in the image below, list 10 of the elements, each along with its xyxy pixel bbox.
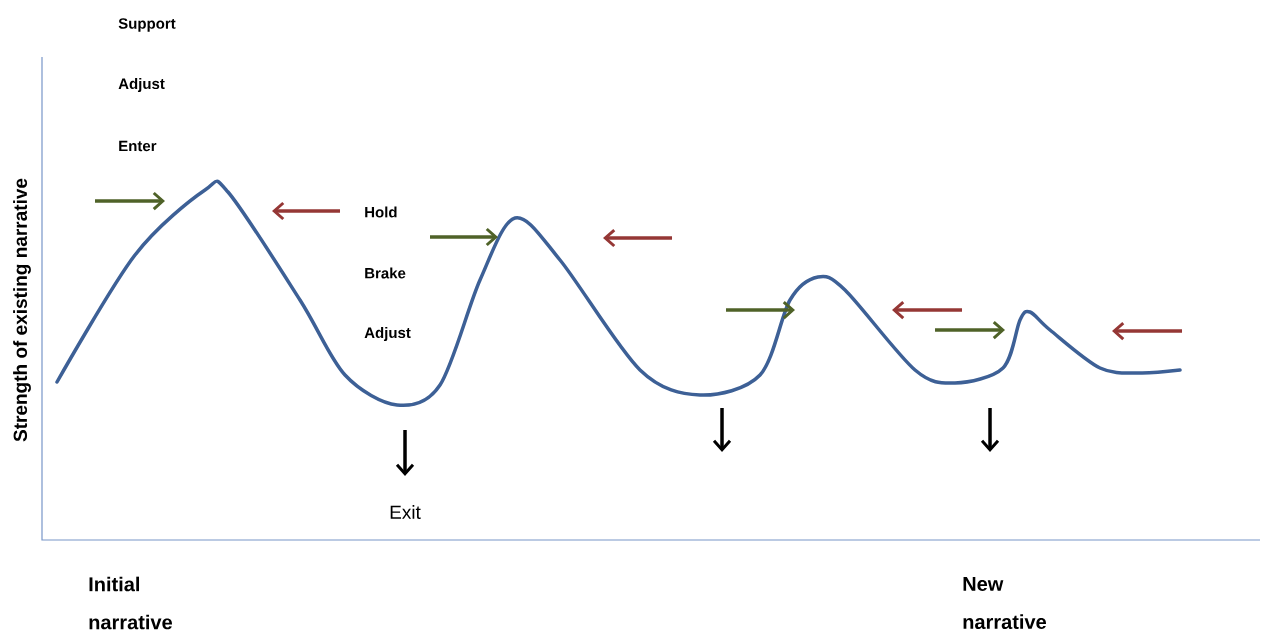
stage-label: Brake xyxy=(365,267,406,279)
stage-label: Adjust xyxy=(118,78,165,92)
stage-label: Support xyxy=(118,18,176,32)
axis-title: Strength of existing narrative xyxy=(13,178,31,442)
stage-label: Hold xyxy=(365,206,397,218)
narrative-label: New narrative xyxy=(963,577,1046,629)
stage-label: Adjust xyxy=(364,327,411,341)
exit-label: Exit xyxy=(390,505,421,519)
narrative-label: Initial narrative xyxy=(89,576,172,630)
stage-label: Enter xyxy=(119,140,157,152)
